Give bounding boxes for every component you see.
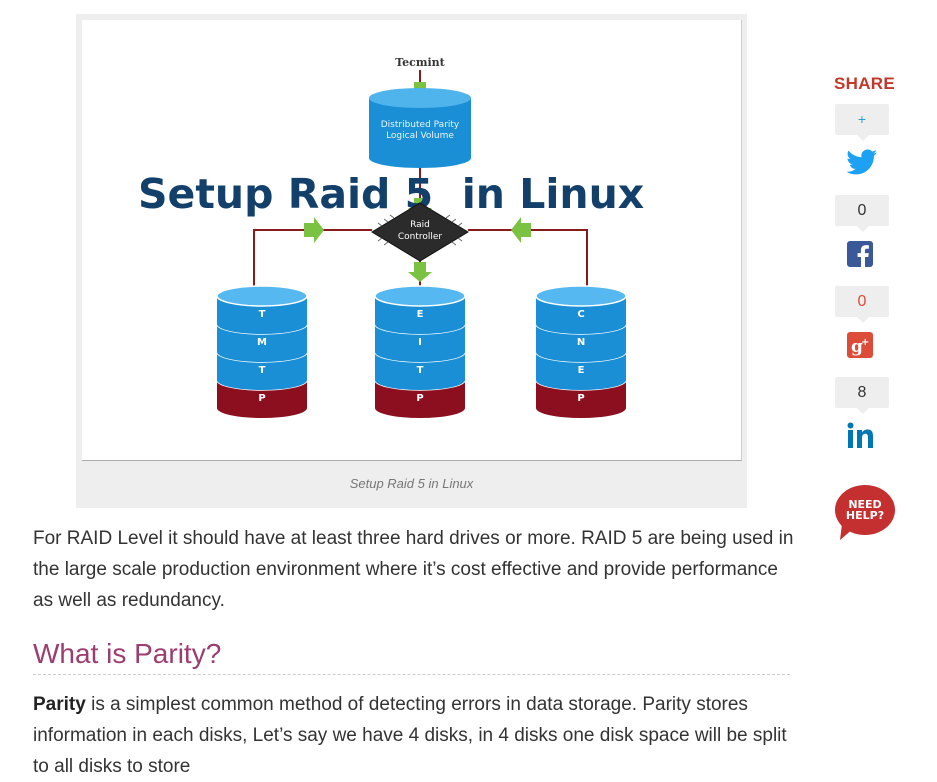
linkedin-icon (847, 422, 873, 448)
share-more-button[interactable]: + (835, 104, 889, 141)
article-paragraph-2: Parity is a simplest common method of de… (33, 689, 803, 782)
share-title: SHARE (834, 74, 896, 93)
parity-volume-db-icon (369, 88, 471, 168)
article-paragraph-1: For RAID Level it should have at least t… (33, 528, 794, 611)
disk-3-segment-label: E (578, 365, 585, 376)
share-sidebar: SHARE + 0 0 g + 8 (834, 74, 896, 468)
disk-array: T M T P E I T P C N E P (216, 285, 627, 418)
raid5-diagram-svg: Tecmint Distributed Parity Logical Volum… (138, 56, 644, 418)
disk-1-segment-label: P (258, 393, 265, 404)
raid5-diagram: Tecmint Distributed Parity Logical Volum… (82, 20, 742, 461)
parity-term: Parity (33, 694, 86, 715)
raid-controller-chip-icon (371, 202, 469, 262)
parity-volume-label-2: Logical Volume (386, 131, 454, 141)
disk-2-segment-label: I (418, 337, 422, 348)
googleplus-share-button[interactable]: g + (834, 317, 890, 377)
svg-text:g: g (851, 337, 863, 357)
disk-2-segment-label: P (416, 393, 423, 404)
disk-3-segment-label: N (577, 337, 585, 348)
need-help-line-2: HELP? (846, 509, 884, 522)
facebook-share-button[interactable] (834, 226, 890, 286)
svg-text:+: + (861, 337, 869, 348)
article-paragraph-2-text: is a simplest common method of detecting… (33, 694, 787, 777)
disk-2-segment-label: E (417, 309, 424, 320)
googleplus-count: 8 (835, 377, 889, 414)
disk-1-segment-label: T (259, 309, 266, 320)
article-figure: Tecmint Distributed Parity Logical Volum… (76, 14, 747, 508)
disk-stack-1-icon: T M T P (216, 285, 308, 418)
figure-caption: Setup Raid 5 in Linux (349, 476, 474, 491)
linkedin-share-button[interactable] (834, 408, 890, 468)
diagram-title: Setup Raid 5 in Linux (138, 170, 644, 218)
twitter-count: 0 (835, 195, 889, 232)
disk-1-segment-label: M (257, 337, 267, 348)
disk-1-segment-label: T (259, 365, 266, 376)
disk-3-segment-label: P (577, 393, 584, 404)
disk-stack-2-icon: E I T P (374, 285, 466, 418)
controller-label-1: Raid (410, 220, 430, 230)
need-help-line-1: NEED (848, 498, 881, 511)
googleplus-icon: g + (847, 332, 873, 358)
need-help-button[interactable]: NEED HELP? (834, 484, 896, 547)
twitter-share-button[interactable] (834, 135, 890, 195)
controller-label-2: Controller (398, 232, 443, 242)
facebook-icon (847, 241, 873, 267)
disk-2-segment-label: T (417, 365, 424, 376)
brand-logo: Tecmint (395, 56, 445, 69)
parity-volume-label-1: Distributed Parity (381, 120, 460, 130)
disk-stack-3-icon: C N E P (535, 285, 627, 418)
section-heading: What is Parity? (33, 636, 790, 675)
facebook-count: 0 (835, 286, 889, 323)
need-help-bubble-icon: NEED HELP? (835, 485, 895, 540)
disk-3-segment-label: C (577, 309, 584, 320)
twitter-icon (846, 149, 877, 175)
